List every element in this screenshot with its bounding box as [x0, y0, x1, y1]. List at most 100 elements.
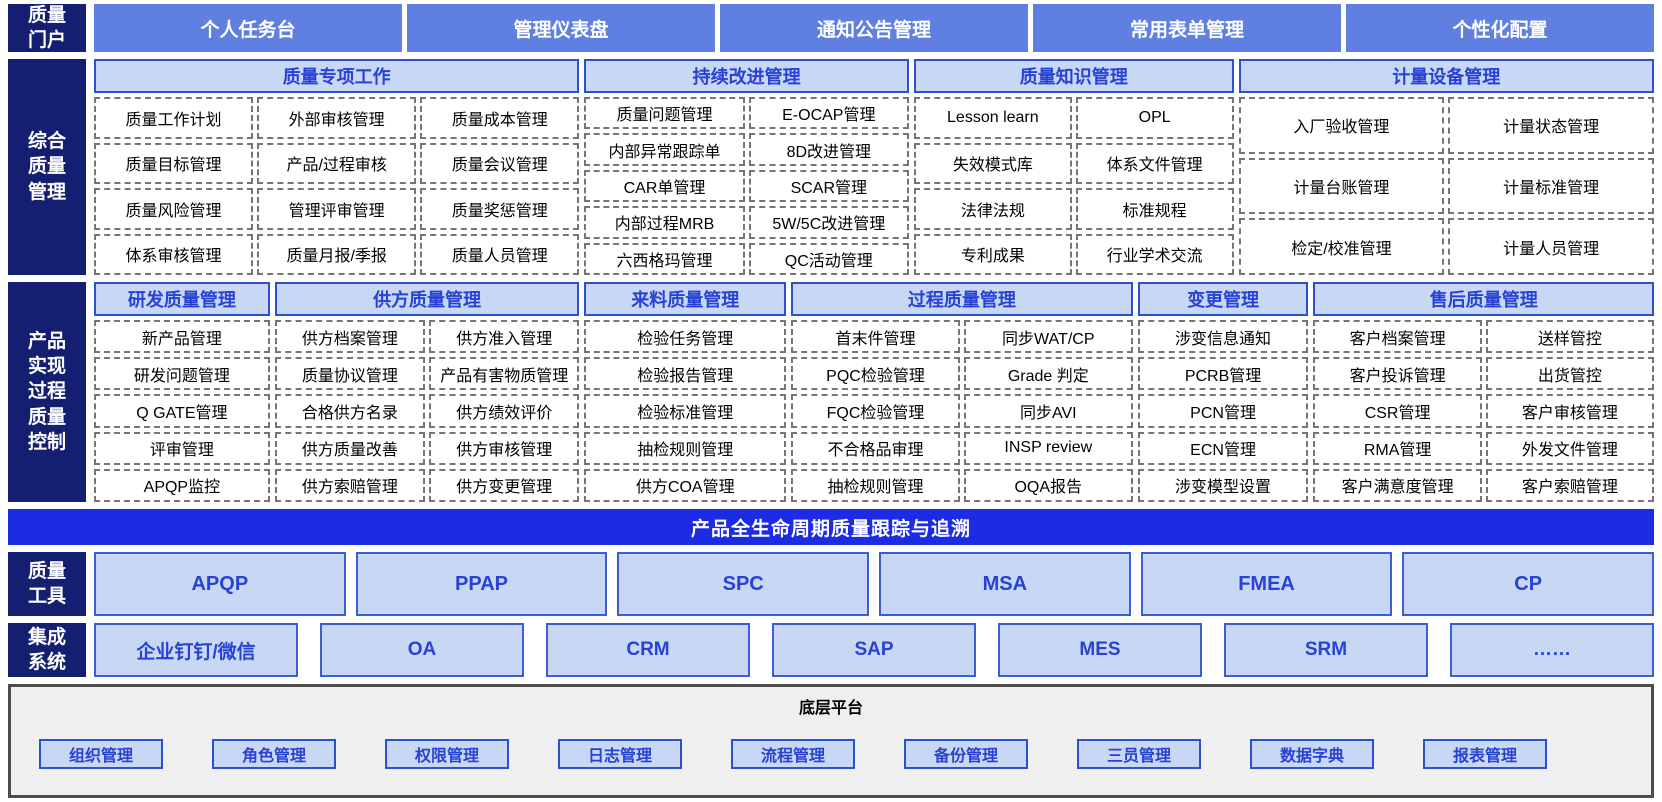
group-header-supplier-quality: 供方质量管理: [274, 282, 580, 316]
portal-section-label-text: 质量门户: [27, 4, 66, 51]
module-cell: CSR管理: [1313, 394, 1482, 428]
module-cell: 体系文件管理: [1075, 142, 1234, 184]
platform-item: 角色管理: [212, 738, 336, 769]
module-cell: Lesson learn: [913, 97, 1072, 139]
module-cell: 失效模式库: [913, 142, 1072, 184]
tool-item: MSA: [879, 552, 1131, 616]
module-cell: PCRB管理: [1137, 357, 1309, 391]
module-cell: 计量状态管理: [1448, 97, 1655, 154]
platform-panel: 底层平台 组织管理角色管理权限管理日志管理流程管理备份管理三员管理数据字典报表管…: [8, 684, 1654, 798]
module-cell: OQA报告: [963, 468, 1133, 502]
group-header-measuring-equipment: 计量设备管理: [1238, 59, 1655, 93]
module-cell: PCN管理: [1137, 394, 1309, 428]
module-cell: 涉变信息通知: [1137, 320, 1309, 354]
platform-item: 权限管理: [385, 738, 509, 769]
group-cells-quality-special-work: 质量工作计划外部审核管理质量成本管理质量目标管理产品/过程审核质量会议管理质量风…: [94, 97, 580, 275]
module-cell: 评审管理: [94, 431, 270, 465]
module-cell: 产品有害物质管理: [429, 357, 580, 391]
portal-section-label: 质量门户: [8, 4, 86, 52]
comprehensive-section-label-text: 综合质量管理: [27, 131, 66, 203]
group-header-continuous-improvement: 持续改进管理: [584, 59, 909, 93]
module-cell: 供方变更管理: [429, 468, 580, 502]
portal-item: 管理仪表盘: [407, 4, 715, 52]
module-cell: 检验任务管理: [584, 320, 787, 354]
platform-item: 组织管理: [39, 738, 163, 769]
group-incoming-quality: 来料质量管理 检验任务管理检验报告管理检验标准管理抽检规则管理供方COA管理: [584, 282, 787, 502]
module-cell: FQC检验管理: [791, 394, 960, 428]
module-cell: 外发文件管理: [1485, 431, 1655, 465]
module-cell: 合格供方名录: [274, 394, 426, 428]
module-cell: ECN管理: [1137, 431, 1309, 465]
platform-items: 组织管理角色管理权限管理日志管理流程管理备份管理三员管理数据字典报表管理: [11, 718, 1651, 795]
module-cell: 质量月报/季报: [257, 233, 417, 275]
module-cell: 质量问题管理: [584, 97, 745, 130]
group-cells-supplier-quality: 供方档案管理供方准入管理质量协议管理产品有害物质管理合格供方名录供方绩效评价供方…: [274, 320, 580, 502]
module-cell: 检验标准管理: [584, 394, 787, 428]
module-cell: 内部异常跟踪单: [584, 133, 745, 166]
group-header-after-sales-quality: 售后质量管理: [1313, 282, 1655, 316]
module-cell: 计量台账管理: [1238, 157, 1445, 215]
module-cell: 供方质量改善: [274, 431, 426, 465]
module-cell: 抽检规则管理: [584, 431, 787, 465]
module-cell: 外部审核管理: [257, 97, 417, 139]
process-section-label-text: 产品实现过程质量控制: [27, 331, 66, 453]
comprehensive-section: 综合质量管理 质量专项工作 质量工作计划外部审核管理质量成本管理质量目标管理产品…: [8, 59, 1655, 275]
lifecycle-banner: 产品全生命周期质量跟踪与追溯: [8, 509, 1654, 545]
module-cell: QC活动管理: [748, 242, 909, 275]
tools-section-label: 质量工具: [8, 552, 86, 616]
tool-item: SPC: [617, 552, 870, 616]
module-cell: 质量目标管理: [94, 142, 254, 184]
module-cell: 质量工作计划: [94, 97, 254, 139]
group-header-rd-quality: 研发质量管理: [94, 282, 270, 316]
module-cell: 研发问题管理: [94, 357, 270, 391]
module-cell: 质量奖惩管理: [420, 188, 580, 230]
module-cell: 供方准入管理: [429, 320, 580, 354]
module-cell: 供方档案管理: [274, 320, 426, 354]
module-cell: E-OCAP管理: [748, 97, 909, 130]
platform-item: 流程管理: [731, 738, 855, 769]
module-cell: APQP监控: [94, 468, 270, 502]
module-cell: 质量会议管理: [420, 142, 580, 184]
module-cell: Grade 判定: [963, 357, 1133, 391]
module-cell: PQC检验管理: [791, 357, 960, 391]
module-cell: 客户满意度管理: [1313, 468, 1482, 502]
process-section-label: 产品实现过程质量控制: [8, 282, 86, 502]
tools-section-label-text: 质量工具: [27, 560, 66, 607]
module-cell: 抽检规则管理: [791, 468, 960, 502]
module-cell: 供方绩效评价: [429, 394, 580, 428]
module-cell: 质量人员管理: [420, 233, 580, 275]
portal-item: 个性化配置: [1346, 4, 1654, 52]
module-cell: 体系审核管理: [94, 233, 254, 275]
platform-item: 备份管理: [904, 738, 1028, 769]
module-cell: 8D改进管理: [748, 133, 909, 166]
module-cell: 客户审核管理: [1485, 394, 1655, 428]
module-cell: 专利成果: [913, 233, 1072, 275]
comprehensive-groups: 质量专项工作 质量工作计划外部审核管理质量成本管理质量目标管理产品/过程审核质量…: [94, 59, 1655, 275]
module-cell: 检定/校准管理: [1238, 218, 1445, 275]
module-cell: 内部过程MRB: [584, 206, 745, 239]
portal-items: 个人任务台管理仪表盘通知公告管理常用表单管理个性化配置: [94, 4, 1654, 52]
integration-item: 企业钉钉/微信: [94, 623, 298, 677]
integrations-section-label: 集成系统: [8, 623, 86, 677]
portal-row: 质量门户 个人任务台管理仪表盘通知公告管理常用表单管理个性化配置: [8, 4, 1654, 52]
integration-item: SRM: [1224, 623, 1428, 677]
module-cell: INSP review: [963, 431, 1133, 465]
group-cells-incoming-quality: 检验任务管理检验报告管理检验标准管理抽检规则管理供方COA管理: [584, 320, 787, 502]
platform-item: 数据字典: [1250, 738, 1374, 769]
module-cell: 六西格玛管理: [584, 242, 745, 275]
